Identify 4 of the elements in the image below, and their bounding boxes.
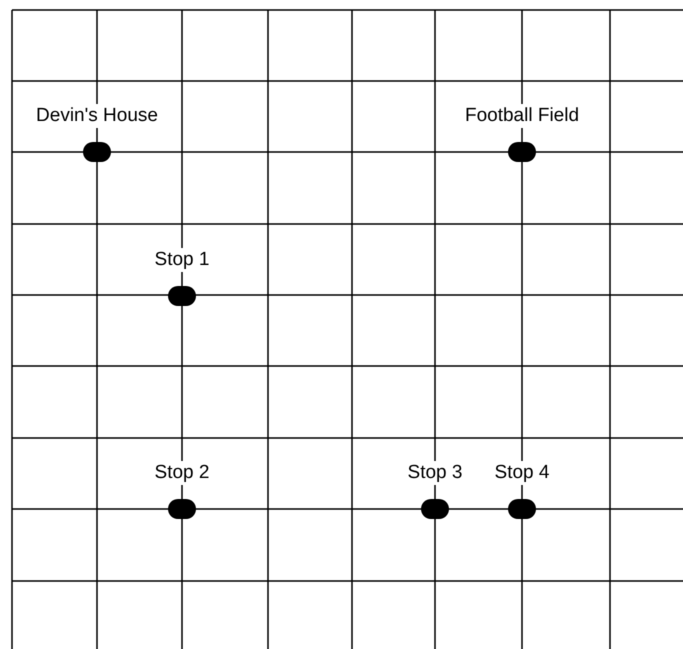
place-label: Stop 3 — [406, 461, 464, 485]
place-label: Stop 1 — [152, 248, 212, 272]
place-label: Stop 4 — [492, 461, 552, 485]
place-label: Stop 2 — [152, 461, 212, 485]
